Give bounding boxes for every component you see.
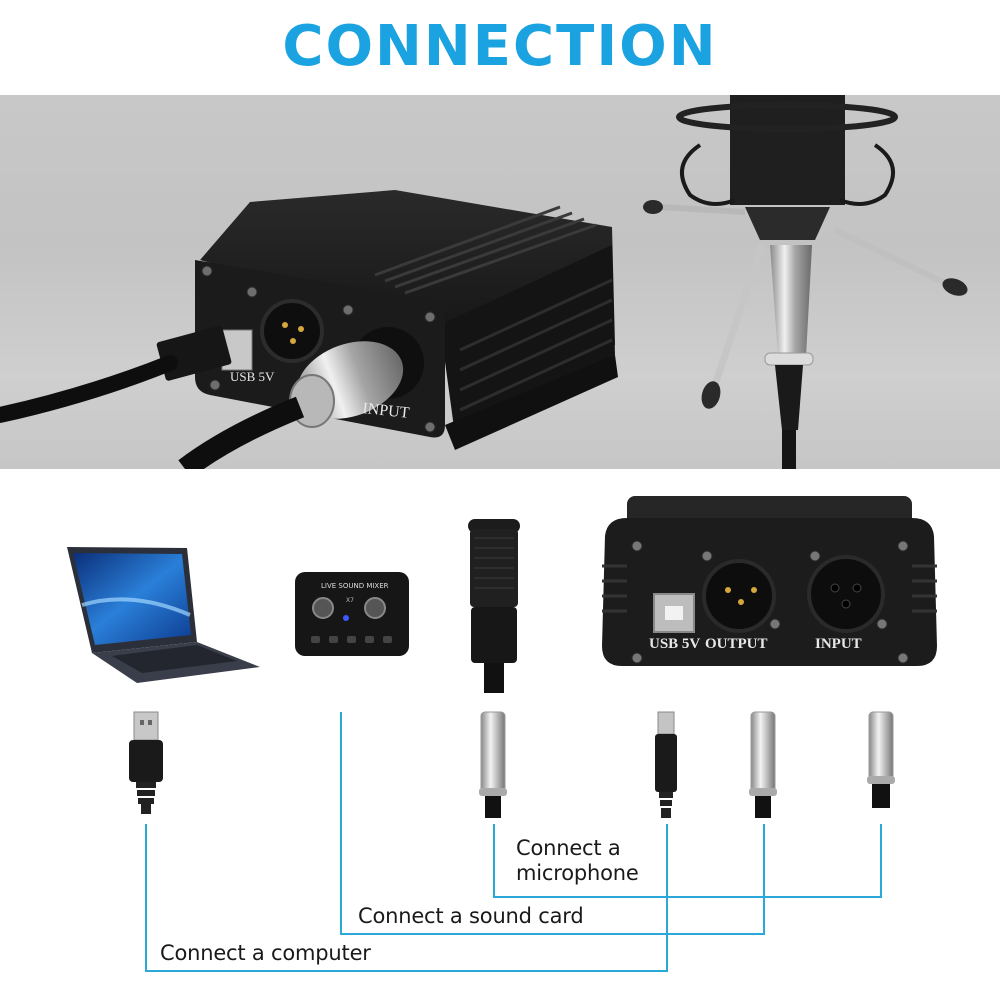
label-connect-sound-card: Connect a sound card bbox=[358, 904, 584, 928]
svg-text:OUTPUT: OUTPUT bbox=[705, 636, 768, 652]
soundcard-line-left bbox=[340, 712, 342, 935]
sound-card-icon: LIVE SOUND MIXER X7 bbox=[293, 566, 411, 658]
usb-a-plug-icon bbox=[127, 710, 165, 815]
microphone-line-right bbox=[880, 824, 882, 898]
computer-line-right bbox=[666, 824, 668, 972]
xlr-male-plug-icon bbox=[866, 710, 896, 810]
microphone-line-left bbox=[493, 824, 495, 898]
computer-line-bottom bbox=[145, 970, 668, 972]
svg-text:INPUT: INPUT bbox=[362, 400, 411, 422]
soundcard-line-bottom bbox=[340, 933, 765, 935]
microphone-icon bbox=[462, 513, 527, 693]
svg-text:INPUT: INPUT bbox=[815, 636, 862, 652]
xlr-female-plug-icon bbox=[478, 710, 508, 820]
svg-text:X7: X7 bbox=[346, 597, 354, 604]
page-title: CONNECTION bbox=[282, 14, 718, 79]
svg-text:USB 5V: USB 5V bbox=[649, 636, 700, 652]
xlr-female-plug-icon bbox=[748, 710, 778, 820]
laptop-icon bbox=[62, 545, 262, 685]
label-connect-computer: Connect a computer bbox=[160, 941, 371, 965]
product-photo: USB 5V INPUT bbox=[0, 95, 1000, 469]
soundcard-line-right bbox=[763, 824, 765, 935]
usb-5v-label: USB 5V bbox=[230, 369, 275, 384]
computer-line-left bbox=[145, 824, 147, 972]
phantom-power-icon: USB 5V OUTPUT INPUT bbox=[597, 496, 942, 668]
label-connect-microphone: Connect a microphone bbox=[516, 836, 639, 885]
svg-text:LIVE SOUND MIXER: LIVE SOUND MIXER bbox=[321, 582, 389, 590]
usb-b-plug-icon bbox=[652, 710, 680, 820]
microphone-line-bottom bbox=[493, 896, 882, 898]
